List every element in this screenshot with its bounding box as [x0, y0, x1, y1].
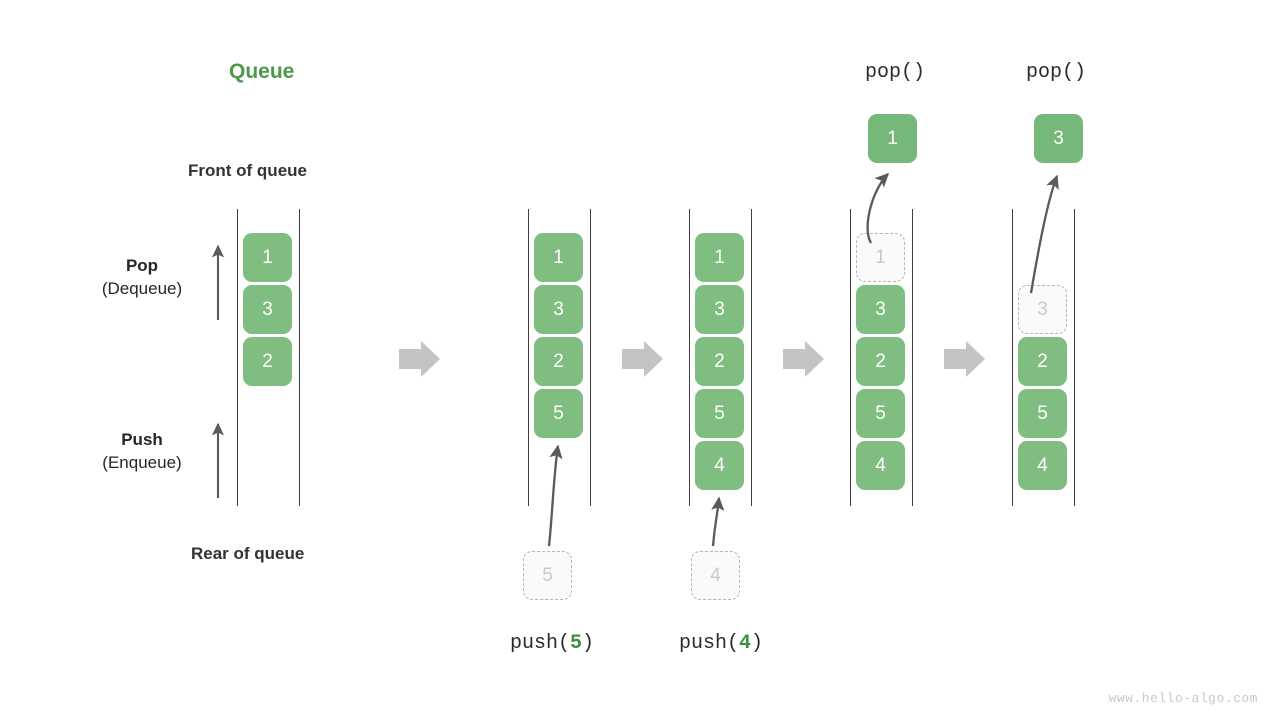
- flow-arrow-4: [944, 341, 985, 377]
- rail-right-stage-pop-1: [911, 209, 913, 506]
- queue-cell: 3: [243, 285, 292, 334]
- caption-value: 5: [570, 632, 583, 655]
- queue-cell: 1: [534, 233, 583, 282]
- queue-cell: 3: [534, 285, 583, 334]
- flow-arrow-1: [399, 341, 440, 377]
- pop-label: Pop (Dequeue): [72, 255, 212, 301]
- queue-cell: 3: [695, 285, 744, 334]
- pop-label-sub: (Dequeue): [101, 279, 183, 298]
- caption-suffix: ): [582, 632, 595, 655]
- incoming-element-ghost: 4: [691, 551, 740, 600]
- rail-left-stage-initial: [237, 209, 239, 506]
- stage-caption-pop-1: pop(): [865, 61, 926, 84]
- queue-cell: 2: [1018, 337, 1067, 386]
- caption-prefix: push(: [679, 632, 740, 655]
- watermark: www.hello-algo.com: [1108, 691, 1258, 706]
- caption-suffix: ): [751, 632, 764, 655]
- queue-cell: 1: [243, 233, 292, 282]
- queue-cell: 2: [695, 337, 744, 386]
- rail-left-stage-push-5: [528, 209, 530, 506]
- stage-caption-push-5: push(5): [510, 632, 594, 655]
- caption-prefix: push(: [510, 632, 571, 655]
- push-5-incoming-arrow: [547, 444, 563, 547]
- queue-cell: 5: [534, 389, 583, 438]
- caption-value: 4: [739, 632, 752, 655]
- rail-left-stage-pop-3: [1012, 209, 1014, 506]
- pop-label-lead: Pop: [125, 256, 159, 275]
- rear-of-queue-label: Rear of queue: [191, 544, 305, 563]
- queue-cell: 2: [243, 337, 292, 386]
- flow-arrow-2: [622, 341, 663, 377]
- queue-cell: 5: [1018, 389, 1067, 438]
- stage-caption-push-4: push(4): [679, 632, 763, 655]
- queue-cell: 1: [695, 233, 744, 282]
- popped-element: 3: [1034, 114, 1083, 163]
- rail-left-stage-push-4: [689, 209, 691, 506]
- queue-cell: 4: [856, 441, 905, 490]
- queue-cell-ghost: 3: [1018, 285, 1067, 334]
- push-4-incoming-arrow: [711, 496, 725, 547]
- flow-arrow-3: [783, 341, 824, 377]
- queue-cell: 4: [1018, 441, 1067, 490]
- rail-right-stage-pop-3: [1073, 209, 1075, 506]
- queue-cell: 2: [534, 337, 583, 386]
- queue-cell: 5: [856, 389, 905, 438]
- rail-right-stage-initial: [298, 209, 300, 506]
- queue-cell-ghost: 1: [856, 233, 905, 282]
- queue-cell: 5: [695, 389, 744, 438]
- push-label-sub: (Enqueue): [102, 453, 182, 472]
- pop-3-outgoing-arrow: [1029, 174, 1059, 294]
- incoming-element-ghost: 5: [523, 551, 572, 600]
- queue-cell: 4: [695, 441, 744, 490]
- page-title: Queue: [229, 60, 295, 83]
- front-of-queue-label: Front of queue: [188, 161, 307, 180]
- stage-caption-pop-3: pop(): [1026, 61, 1087, 84]
- rail-right-stage-push-5: [589, 209, 591, 506]
- popped-element: 1: [868, 114, 917, 163]
- rail-left-stage-pop-1: [850, 209, 852, 506]
- queue-cell: 3: [856, 285, 905, 334]
- queue-cell: 2: [856, 337, 905, 386]
- rail-right-stage-push-4: [750, 209, 752, 506]
- push-label-lead: Push: [121, 430, 163, 449]
- push-label: Push (Enqueue): [72, 429, 212, 475]
